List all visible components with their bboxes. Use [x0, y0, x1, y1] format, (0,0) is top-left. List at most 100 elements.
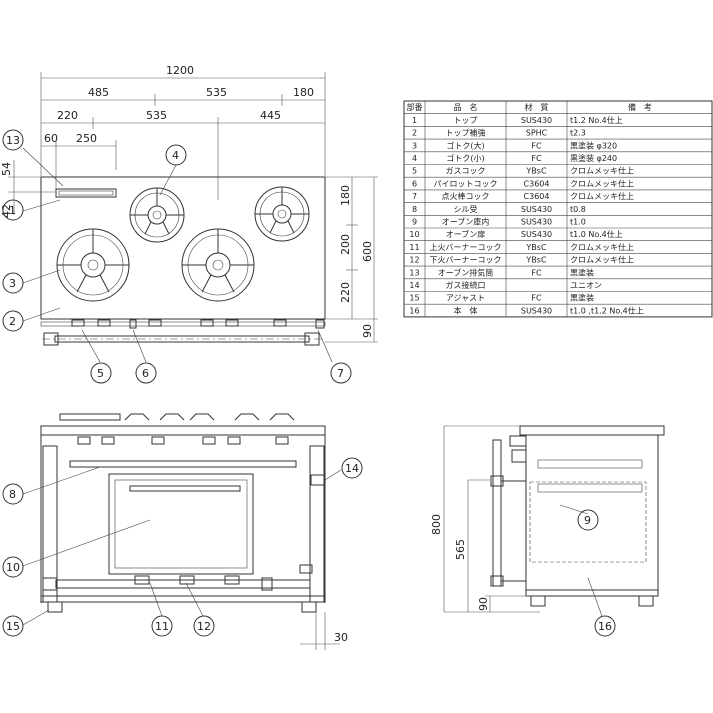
- table-cell: 8: [412, 205, 417, 214]
- table-cell: 10: [409, 230, 419, 239]
- side-foot-left: [530, 595, 546, 607]
- table-cell: 黒塗装: [570, 293, 594, 303]
- dim-seg-g: 60: [44, 132, 58, 145]
- top-body: [40, 176, 326, 320]
- table-cell: クロムメッキ仕上: [570, 166, 634, 176]
- front-sill: [69, 460, 297, 468]
- callout-10: 10: [6, 561, 20, 574]
- table-cell: FC: [531, 141, 542, 150]
- table-cell: オーブン扉: [446, 229, 486, 239]
- table-cell: YBsC: [525, 256, 547, 265]
- table-cell: 本 体: [454, 305, 478, 315]
- side-top-plate: [519, 425, 665, 436]
- table-cell: トップ: [454, 116, 478, 125]
- table-cell: 16: [409, 306, 419, 315]
- table-cell: クロムメッキ仕上: [570, 255, 634, 265]
- table-cell: シル受: [454, 204, 478, 214]
- table-cell: 12: [409, 256, 419, 265]
- large-burner-right: [181, 228, 255, 302]
- callout-7: 7: [337, 367, 344, 380]
- table-cell: SUS430: [521, 205, 552, 214]
- table-cell: SPHC: [526, 129, 548, 138]
- table-cell: t1.0: [570, 218, 586, 227]
- table-cell: t2.3: [570, 129, 586, 138]
- table-cell: パイロットコック: [434, 179, 498, 188]
- dim-seg-h: 250: [76, 132, 97, 145]
- dim-side-90: 90: [477, 597, 490, 611]
- table-header-cell: 備 考: [628, 102, 652, 112]
- dim-seg-c: 180: [293, 86, 314, 99]
- dim-side-800: 800: [430, 514, 443, 535]
- dim-left-54: 54: [0, 162, 13, 176]
- table-cell: 7: [412, 192, 417, 201]
- table-cell: アジャスト: [446, 294, 485, 303]
- top-front-rail: [40, 321, 326, 327]
- dim-seg-d: 220: [57, 109, 78, 122]
- table-header-cell: 部番: [407, 102, 423, 112]
- table-cell: 上火バーナーコック: [430, 243, 502, 252]
- callout-4: 4: [172, 149, 179, 162]
- front-foot-right: [301, 601, 317, 613]
- side-view: 800 565 90: [430, 425, 665, 613]
- dim-right-220: 220: [339, 282, 352, 303]
- dim-front-30: 30: [334, 631, 348, 644]
- dim-right-200: 200: [339, 234, 352, 255]
- table-cell: 黒塗装: [570, 267, 594, 277]
- table-cell: ガスコック: [446, 166, 486, 176]
- callout-15: 15: [6, 620, 20, 633]
- table-cell: 5: [412, 167, 417, 176]
- table-cell: SUS430: [521, 218, 552, 227]
- table-cell: 黒塗装 φ240: [570, 153, 617, 163]
- oven-handle: [129, 485, 241, 492]
- callout-9: 9: [584, 514, 591, 527]
- front-view: 30: [40, 413, 348, 650]
- callout-12: 12: [197, 620, 211, 633]
- side-foot-right: [638, 595, 654, 607]
- table-cell: t1.2 No.4仕上: [570, 115, 623, 125]
- table-cell: FC: [531, 268, 542, 277]
- table-cell: 15: [409, 294, 419, 303]
- table-cell: ゴトク(大): [446, 140, 484, 150]
- front-knob-row: [77, 436, 289, 445]
- gas-connection: [310, 474, 326, 486]
- large-burner-left: [56, 228, 130, 302]
- callout-11: 11: [155, 620, 169, 633]
- front-top-plate: [40, 425, 326, 436]
- front-right-post: [309, 445, 325, 603]
- callout-1: 1: [9, 204, 16, 217]
- exhaust-slot: [55, 188, 117, 198]
- table-cell: 13: [409, 268, 419, 277]
- table-cell: t1.0 No.4仕上: [570, 229, 623, 239]
- dim-overall-width: 1200: [166, 64, 194, 77]
- front-left-post: [42, 445, 58, 603]
- table-cell: C3604: [524, 192, 550, 201]
- table-cell: FC: [531, 294, 542, 303]
- table-cell: ゴトク(小): [446, 153, 484, 163]
- top-view: 1200 485 535 180 220 535 445 60 250 54 4…: [0, 64, 378, 346]
- callout-3: 3: [9, 277, 16, 290]
- top-dimensions: [8, 72, 326, 215]
- callouts: 1 2 3 4 5 6 7 8 9 10 11 12 13 14 15 16: [2, 129, 616, 637]
- callout-13: 13: [6, 134, 20, 147]
- dim-depth: 600: [361, 241, 374, 262]
- top-knob-row: [71, 319, 325, 329]
- table-cell: SUS430: [521, 306, 552, 315]
- side-body: [525, 434, 659, 597]
- table-cell: クロムメッキ仕上: [570, 242, 634, 252]
- dim-seg-b: 535: [206, 86, 227, 99]
- oven-door: [108, 473, 254, 575]
- table-cell: クロムメッキ仕上: [570, 178, 634, 188]
- oven-interior: [529, 481, 647, 563]
- table-cell: 14: [409, 281, 419, 290]
- dim-right-180: 180: [339, 185, 352, 206]
- dim-seg-f: 445: [260, 109, 281, 122]
- side-louvres: [537, 459, 643, 493]
- table-cell: t1.0 ,t1.2 No.4仕上: [570, 305, 644, 315]
- table-cell: 3: [412, 141, 417, 150]
- table-cell: トップ補強: [446, 128, 486, 138]
- table-cell: 11: [409, 243, 419, 252]
- table-cell: クロムメッキ仕上: [570, 191, 634, 201]
- callout-8: 8: [9, 488, 16, 501]
- side-front-post: [492, 439, 502, 587]
- table-cell: ガス接続口: [446, 280, 486, 290]
